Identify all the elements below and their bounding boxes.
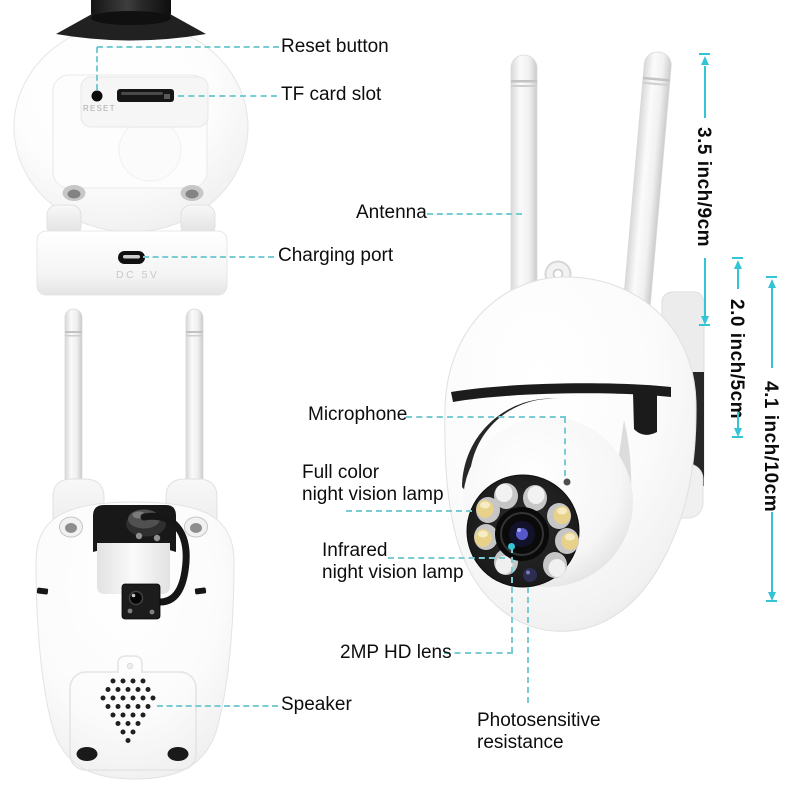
dim-body-arrow-top: [767, 279, 776, 288]
white-light-led-right-lower: [555, 528, 579, 554]
leader-photosensitive: [527, 587, 529, 703]
label-photosensitive-line2: resistance: [477, 732, 564, 753]
antenna-right: [621, 51, 672, 332]
label-infrared-line1: Infrared: [322, 540, 388, 561]
label-photosensitive-resistance: Photosensitive resistance: [477, 710, 601, 754]
label-microphone: Microphone: [308, 404, 408, 425]
leader-microphone-vertical: [564, 417, 566, 476]
dim-antenna-stem-bottom: [704, 258, 706, 316]
side-mark-left: [36, 587, 49, 595]
infrared-led-top-left: [494, 483, 518, 509]
leader-reset-horizontal: [97, 46, 279, 48]
label-2mp-hd-lens: 2MP HD lens: [340, 642, 452, 663]
dim-antenna-tick-top: [699, 53, 710, 55]
label-full-color-line1: Full color: [302, 462, 380, 483]
infrared-led-top-right: [523, 485, 547, 511]
dim-label-head: 2.0 inch/5cm: [726, 299, 747, 420]
dim-label-body: 4.1 inch/10cm: [760, 381, 781, 513]
leader-lens-horizontal: [444, 652, 513, 654]
camera-front-view-illustration: [444, 51, 705, 632]
photosensitive-sensor: [523, 568, 537, 582]
camera-lens: [495, 507, 549, 561]
label-photosensitive-line1: Photosensitive: [477, 710, 601, 731]
dim-head-arrow-bottom: [733, 428, 742, 437]
antenna-right: [185, 308, 204, 488]
dim-head-stem-top: [737, 269, 739, 289]
label-full-color-night-vision-lamp: Full color night vision lamp: [302, 462, 444, 506]
dim-antenna-arrow-bottom: [700, 316, 709, 325]
dim-head-arrow-top: [733, 260, 742, 269]
dim-label-antenna: 3.5 inch/9cm: [693, 127, 714, 248]
dim-head-stem-bottom: [737, 412, 739, 428]
power-cable: [140, 512, 190, 606]
dim-body-arrow-bottom: [767, 592, 776, 601]
label-antenna: Antenna: [356, 202, 427, 223]
panel-notch-dot: [126, 662, 134, 670]
white-light-led-left-upper: [476, 497, 500, 523]
microphone-hole: [563, 478, 571, 486]
shell-side-notch: [633, 389, 657, 435]
dim-antenna-tick-bottom: [699, 324, 710, 326]
screw-hole-right: [184, 516, 208, 538]
dim-antenna-stem-top: [704, 66, 706, 118]
hinge-slots: [62, 185, 204, 201]
tf-card-slot: [117, 89, 174, 102]
antenna-mount-flange: [56, 14, 206, 41]
camera-back-view-illustration: RESET DC 5V: [13, 0, 249, 296]
dim-body-tick-top: [766, 276, 777, 278]
leader-full-color-lamp: [346, 510, 472, 512]
leader-reset-vertical: [96, 47, 98, 90]
white-light-led-left-lower: [474, 524, 498, 550]
screw-hole-left: [59, 516, 83, 538]
leader-microphone-horizontal: [406, 416, 566, 418]
label-infrared-night-vision-lamp: Infrared night vision lamp: [322, 540, 464, 584]
white-light-led-right-upper: [547, 503, 571, 529]
leader-charging-port: [143, 256, 274, 258]
label-speaker: Speaker: [281, 694, 352, 715]
door-dome-detail: [118, 118, 182, 182]
label-reset-button: Reset button: [281, 36, 389, 57]
power-engraving: DC 5V: [116, 269, 159, 281]
leader-tf-card: [178, 95, 277, 97]
charging-port: [118, 251, 145, 264]
dim-head-tick-top: [732, 257, 743, 259]
speaker-grille: [100, 678, 156, 743]
label-full-color-line2: night vision lamp: [302, 484, 444, 505]
reset-button: [91, 90, 103, 102]
dim-head-tick-bottom: [732, 436, 743, 438]
label-tf-card-slot: TF card slot: [281, 84, 382, 105]
camera-bottom-view-illustration: [35, 308, 235, 780]
label-infrared-line2: night vision lamp: [322, 562, 464, 583]
leader-infrared-lamp: [388, 557, 505, 559]
dc-jack: [121, 583, 161, 620]
antenna-left: [64, 308, 83, 488]
dim-body-stem-top: [771, 288, 773, 368]
side-mark-right: [194, 587, 207, 595]
foot-right: [167, 747, 189, 761]
leader-lens-vertical: [511, 547, 513, 653]
dim-antenna-arrow-top: [700, 56, 709, 65]
shell-seam-stripe: [451, 383, 671, 402]
leader-speaker: [157, 705, 278, 707]
foot-left: [76, 747, 98, 761]
dim-body-stem-bottom: [771, 512, 773, 592]
reset-engraving: RESET: [83, 104, 116, 113]
support-column: [97, 543, 170, 594]
leader-antenna: [427, 213, 522, 215]
dim-body-tick-bottom: [766, 600, 777, 602]
infrared-led-bottom-right: [543, 552, 567, 578]
antenna-mount-knob-base: [91, 11, 171, 25]
leader-lens-endpoint-dot: [508, 543, 515, 550]
label-charging-port: Charging port: [278, 245, 394, 266]
